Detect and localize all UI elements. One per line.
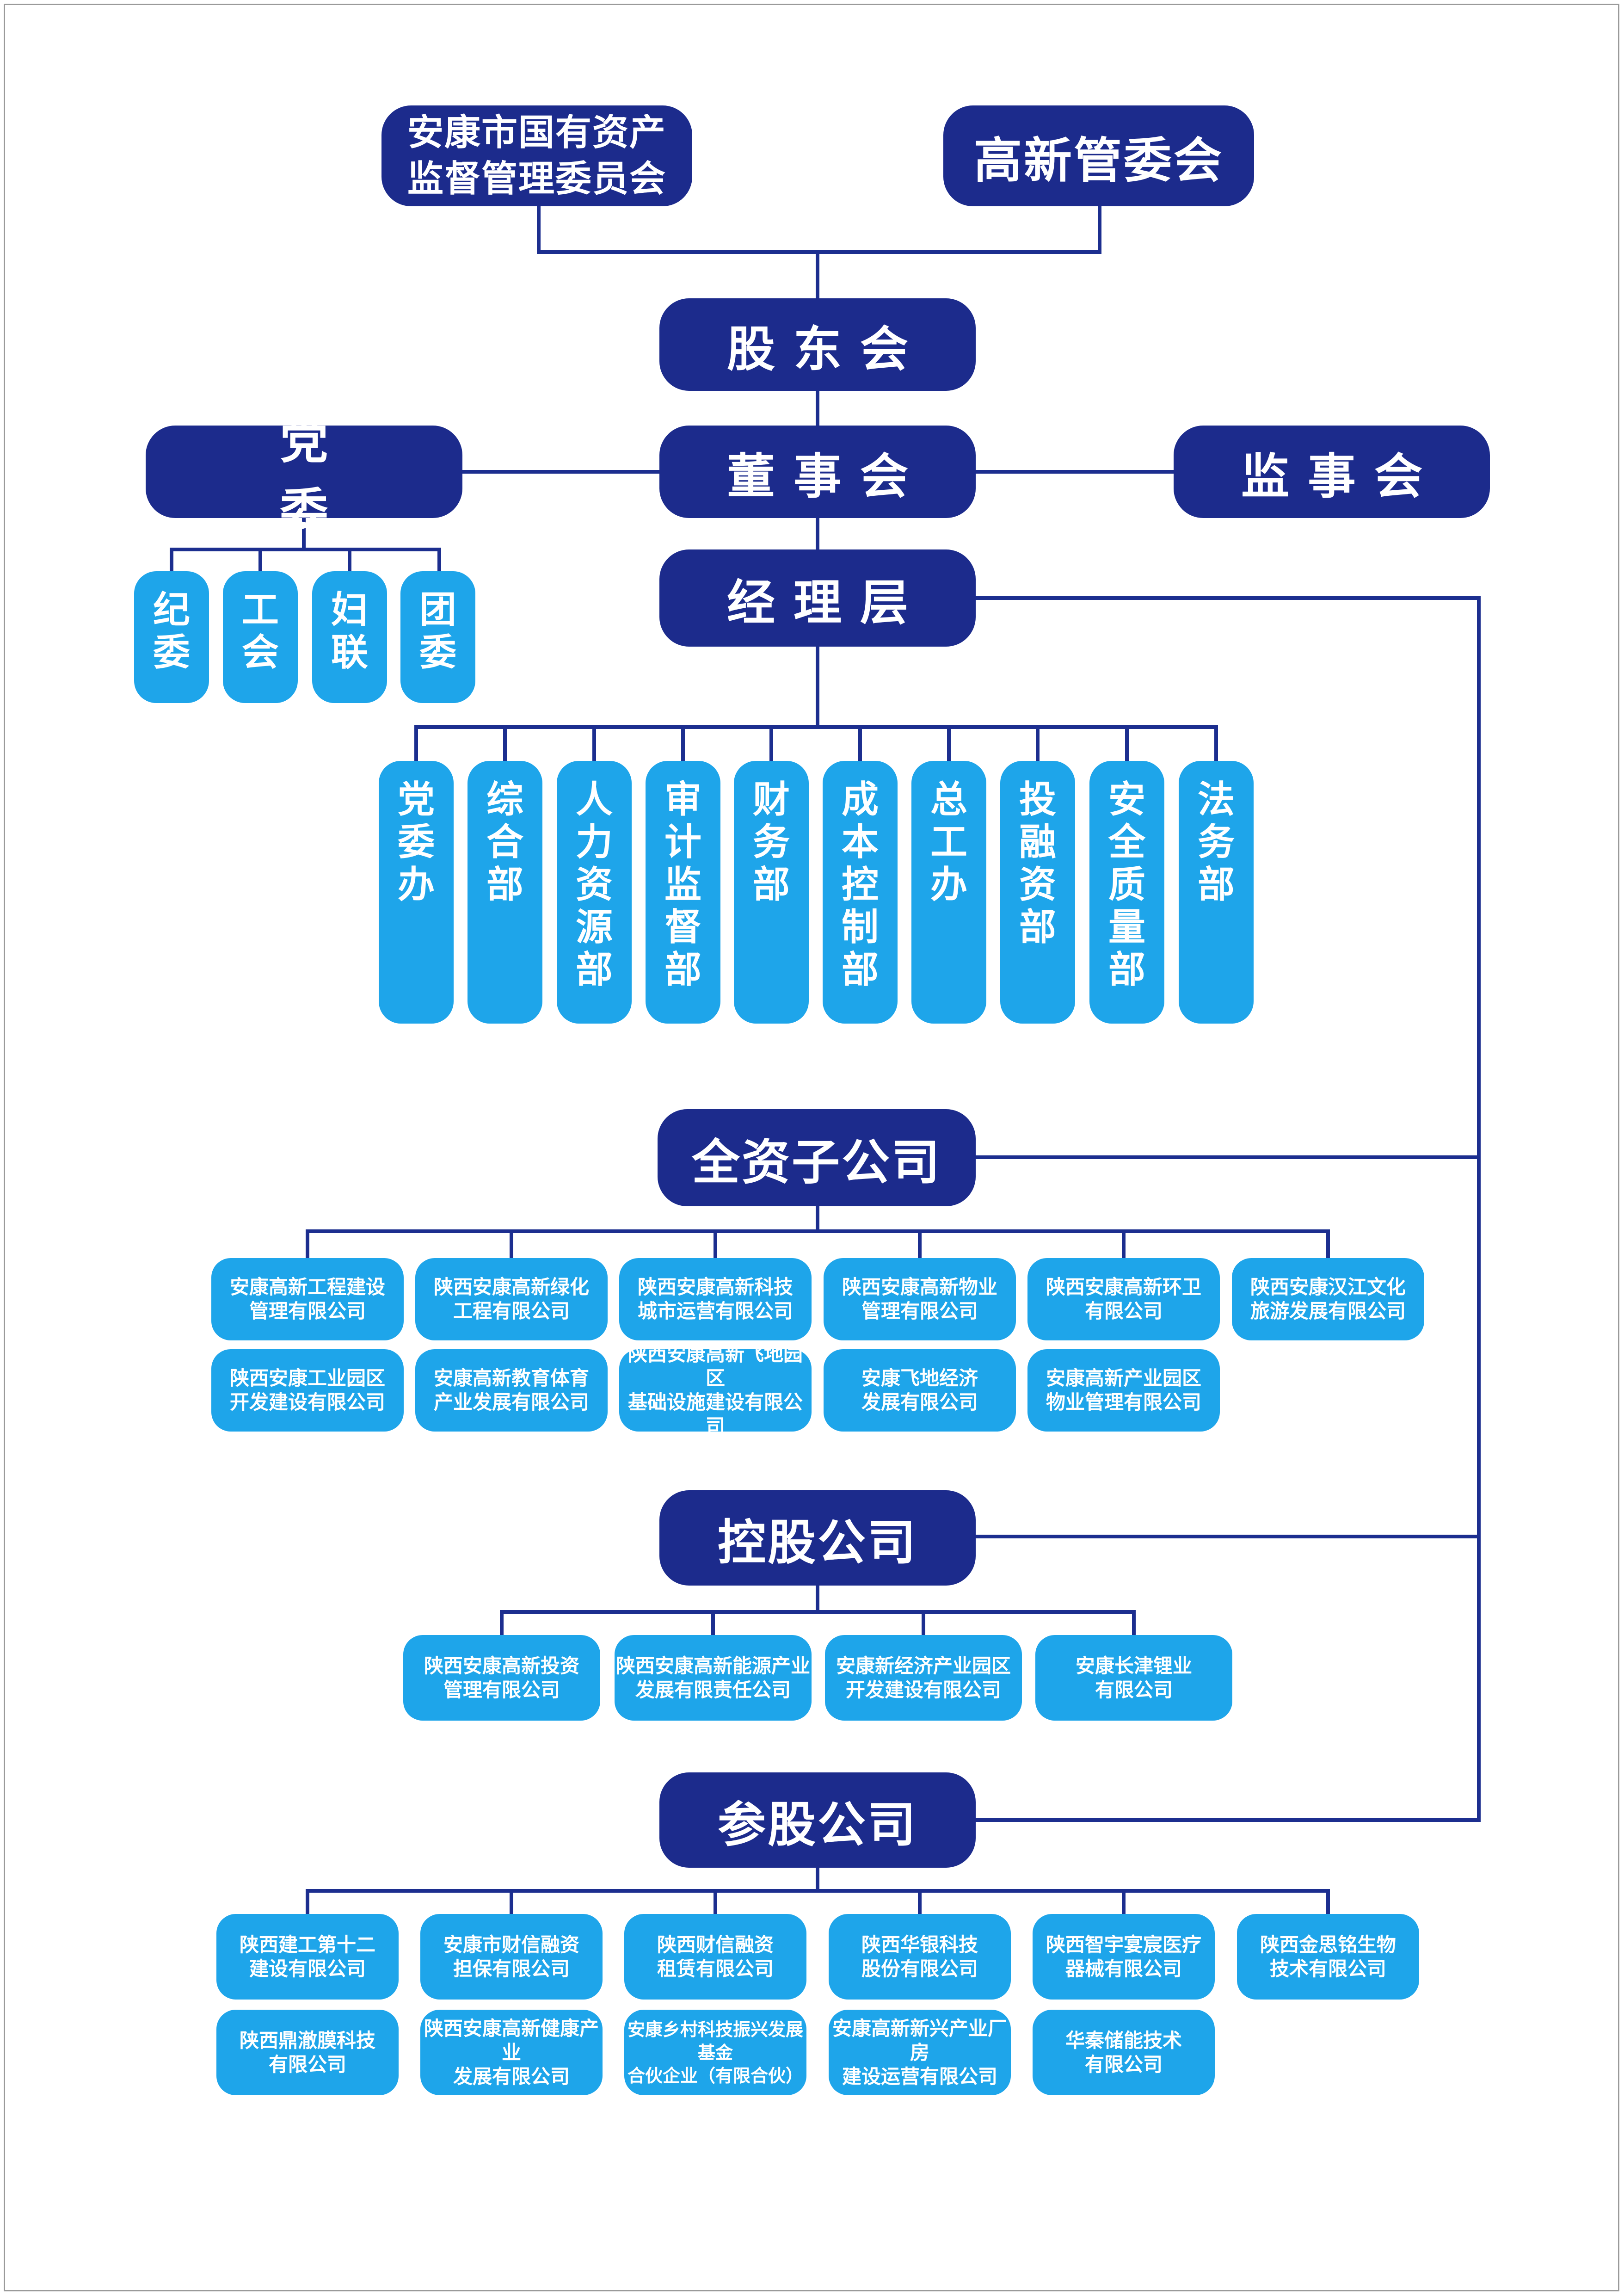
dept-finance: 财 务 部 <box>734 761 809 1024</box>
wholly-owned-company: 陕西安康工业园区 开发建设有限公司 <box>211 1349 404 1432</box>
dept-investment: 投 融 资 部 <box>1000 761 1075 1024</box>
equity-company: 陕西华银科技 股份有限公司 <box>829 1914 1011 2000</box>
dept-audit: 审 计 监 督 部 <box>646 761 720 1024</box>
dept-legal: 法 务 部 <box>1179 761 1254 1024</box>
party-committee-node: 党委 <box>146 413 462 539</box>
dept-chief-engineer: 总 工 办 <box>911 761 986 1024</box>
shareholders-meeting-node: 股东会 <box>659 298 976 391</box>
wholly-owned-company: 陕西安康高新科技 城市运营有限公司 <box>619 1258 812 1340</box>
equity-participation-header: 参股公司 <box>659 1772 976 1868</box>
equity-company: 安康市财信融资 担保有限公司 <box>420 1914 603 2000</box>
wholly-owned-header: 全资子公司 <box>658 1109 976 1206</box>
wholly-owned-company: 陕西安康高新绿化 工程有限公司 <box>415 1258 608 1340</box>
wholly-owned-company: 陕西安康汉江文化 旅游发展有限公司 <box>1232 1258 1424 1340</box>
holding-company: 陕西安康高新投资 管理有限公司 <box>403 1635 600 1721</box>
holding-company: 安康新经济产业园区 开发建设有限公司 <box>825 1635 1022 1721</box>
dept-general: 综 合 部 <box>468 761 542 1024</box>
equity-company: 陕西建工第十二 建设有限公司 <box>216 1914 399 2000</box>
equity-company: 华秦储能技术 有限公司 <box>1033 2010 1215 2095</box>
wholly-owned-company: 陕西安康高新环卫 有限公司 <box>1027 1258 1220 1340</box>
holding-header: 控股公司 <box>659 1490 976 1586</box>
mass-org-union: 工 会 <box>223 571 298 703</box>
board-of-supervisors-node: 监事会 <box>1174 426 1490 518</box>
equity-company: 安康高新新兴产业厂房 建设运营有限公司 <box>829 2010 1011 2095</box>
mass-org-discipline: 纪 委 <box>134 571 209 703</box>
dept-party-office: 党 委 办 <box>379 761 454 1024</box>
wholly-owned-company: 安康飞地经济 发展有限公司 <box>824 1349 1016 1432</box>
dept-safety-quality: 安 全 质 量 部 <box>1089 761 1164 1024</box>
wholly-owned-company: 安康高新产业园区 物业管理有限公司 <box>1027 1349 1220 1432</box>
equity-company: 陕西鼎澈膜科技 有限公司 <box>216 2010 399 2095</box>
wholly-owned-company: 安康高新工程建设 管理有限公司 <box>211 1258 404 1340</box>
mass-org-youth: 团 委 <box>400 571 475 703</box>
equity-company: 陕西金思铭生物 技术有限公司 <box>1237 1914 1419 2000</box>
wholly-owned-company: 安康高新教育体育 产业发展有限公司 <box>415 1349 608 1432</box>
sasac-node: 安康市国有资产 监督管理委员会 <box>381 105 692 206</box>
board-of-directors-node: 董事会 <box>659 426 976 518</box>
equity-company: 陕西安康高新健康产业 发展有限公司 <box>420 2010 603 2095</box>
equity-company: 陕西财信融资 租赁有限公司 <box>624 1914 806 2000</box>
page-frame <box>4 4 1619 2291</box>
equity-company: 安康乡村科技振兴发展基金 合伙企业（有限合伙） <box>624 2010 806 2095</box>
management-node: 经理层 <box>659 549 976 647</box>
dept-hr: 人 力 资 源 部 <box>557 761 632 1024</box>
wholly-owned-company: 陕西安康高新飞地园区 基础设施建设有限公司 <box>619 1343 812 1438</box>
mass-org-women: 妇 联 <box>312 571 387 703</box>
dept-cost-control: 成 本 控 制 部 <box>823 761 898 1024</box>
equity-company: 陕西智宇宴宸医疗 器械有限公司 <box>1033 1914 1215 2000</box>
hitech-committee-node: 高新管委会 <box>943 105 1254 206</box>
wholly-owned-company: 陕西安康高新物业 管理有限公司 <box>824 1258 1016 1340</box>
holding-company: 安康长津锂业 有限公司 <box>1035 1635 1232 1721</box>
holding-company: 陕西安康高新能源产业 发展有限责任公司 <box>615 1635 812 1721</box>
